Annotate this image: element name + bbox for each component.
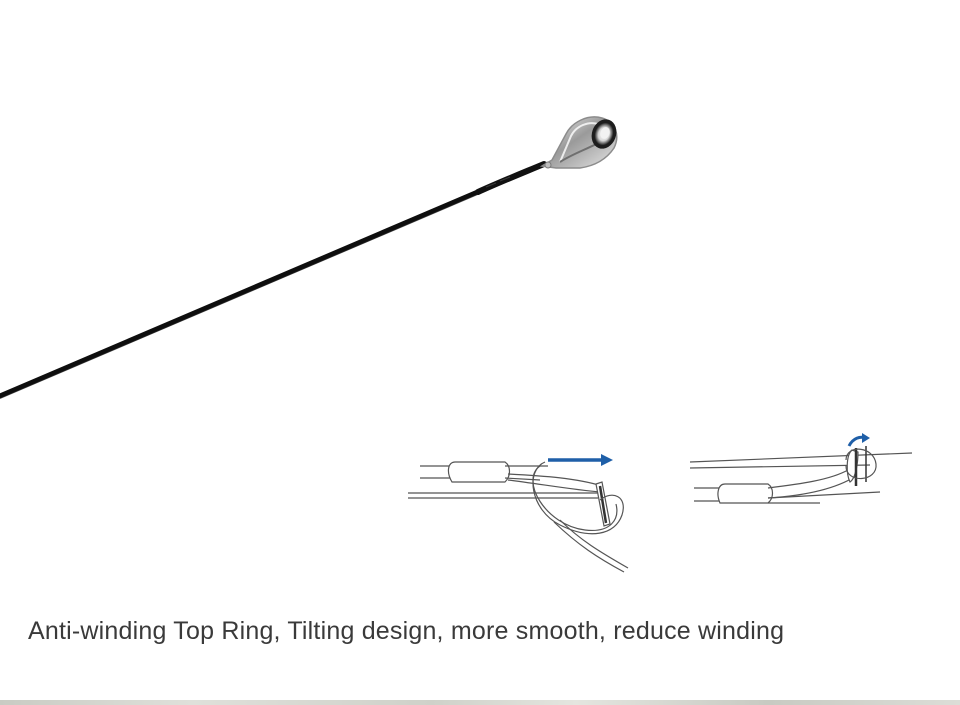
rod-blank	[0, 185, 490, 399]
right-arrow-icon	[548, 454, 613, 466]
bottom-image-strip	[0, 700, 960, 705]
feature-caption: Anti-winding Top Ring, Tilting design, m…	[28, 617, 785, 645]
diagram-line-slides-off	[408, 461, 629, 573]
curved-arrow-icon	[847, 433, 870, 447]
diagram-line-flips-over	[689, 446, 913, 504]
top-guide-ring	[539, 116, 618, 169]
guide-thread-wrap	[475, 161, 547, 195]
